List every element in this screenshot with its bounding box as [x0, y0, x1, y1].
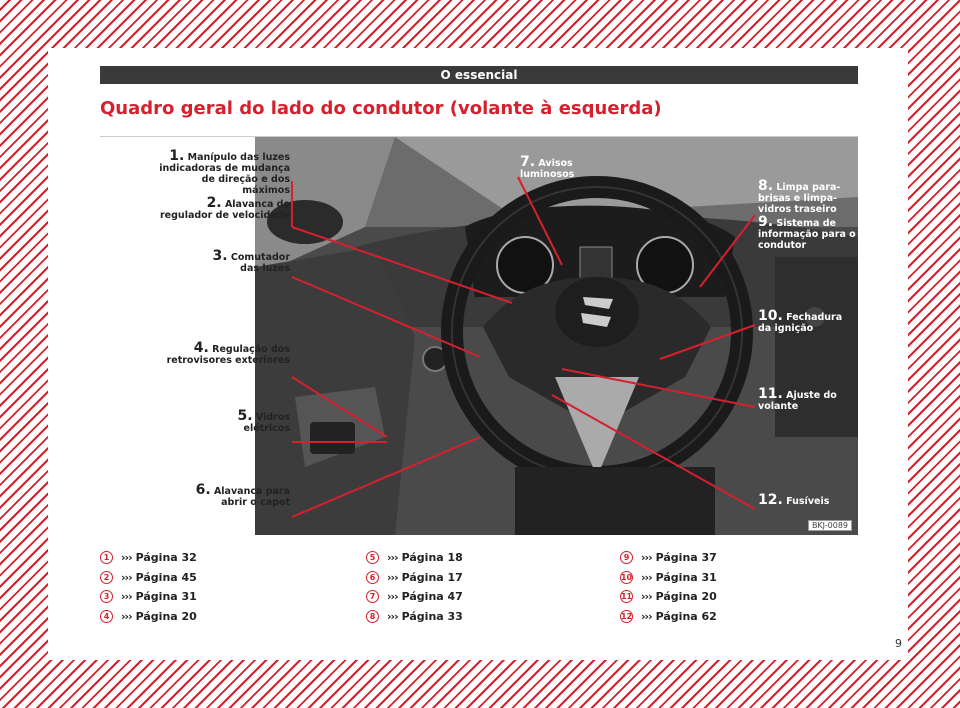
callout-3: 3. Comutador das luzes — [212, 248, 291, 274]
ref-column-1: 1›››Página 32 2›››Página 45 3›››Página 3… — [100, 548, 197, 626]
ref-item[interactable]: 3›››Página 31 — [100, 587, 197, 607]
callout-1-2: 1. Manípulo das luzes indicadoras de mud… — [159, 148, 290, 221]
ref-item[interactable]: 8›››Página 33 — [366, 607, 463, 627]
ref-item[interactable]: 12›››Página 62 — [620, 609, 717, 623]
callout-12: 12. Fusíveis — [758, 492, 830, 508]
ref-item[interactable]: 1›››Página 32 — [100, 548, 197, 568]
page: O essencial Quadro geral do lado do cond… — [48, 48, 908, 660]
callout-6: 6. Alavanca para abrir o capot — [195, 482, 290, 508]
callout-10: 10. Fechadura da ignição — [758, 308, 843, 334]
ref-item[interactable]: 6›››Página 17 — [366, 568, 463, 588]
figure-code: BKJ-0089 — [807, 520, 852, 531]
ref-item[interactable]: 2›››Página 45 — [100, 568, 197, 588]
ref-item[interactable]: 4›››Página 20 — [100, 607, 197, 627]
ref-item[interactable]: 5›››Página 18 — [366, 548, 463, 568]
page-references: 1›››Página 32 2›››Página 45 3›››Página 3… — [100, 548, 858, 628]
ref-column-3: 9›››Página 37 10›››Página 31 11›››Página… — [620, 548, 717, 626]
page-number: 9 — [895, 637, 902, 650]
callout-5: 5. Vidros elétricos — [237, 408, 290, 434]
callout-8-9: 8. Limpa para-brisas e limpa-vidros tras… — [758, 178, 856, 251]
page-title: Quadro geral do lado do condutor (volant… — [100, 98, 662, 119]
callout-11: 11. Ajuste do volante — [758, 386, 837, 412]
ref-column-2: 5›››Página 18 6›››Página 17 7›››Página 4… — [366, 548, 463, 626]
dashboard-figure: BKJ-0089 1. Manípulo das luzes indicador… — [100, 136, 858, 543]
section-header: O essencial — [100, 66, 858, 84]
callout-4: 4. Regulação dos retrovisores exteriores — [166, 340, 290, 366]
ref-item[interactable]: 7›››Página 47 — [366, 587, 463, 607]
callout-7: 7. Avisos luminosos — [520, 154, 575, 180]
ref-item[interactable]: 11›››Página 20 — [620, 590, 717, 604]
ref-item[interactable]: 10›››Página 31 — [620, 570, 717, 584]
ref-item[interactable]: 9›››Página 37 — [620, 548, 717, 568]
